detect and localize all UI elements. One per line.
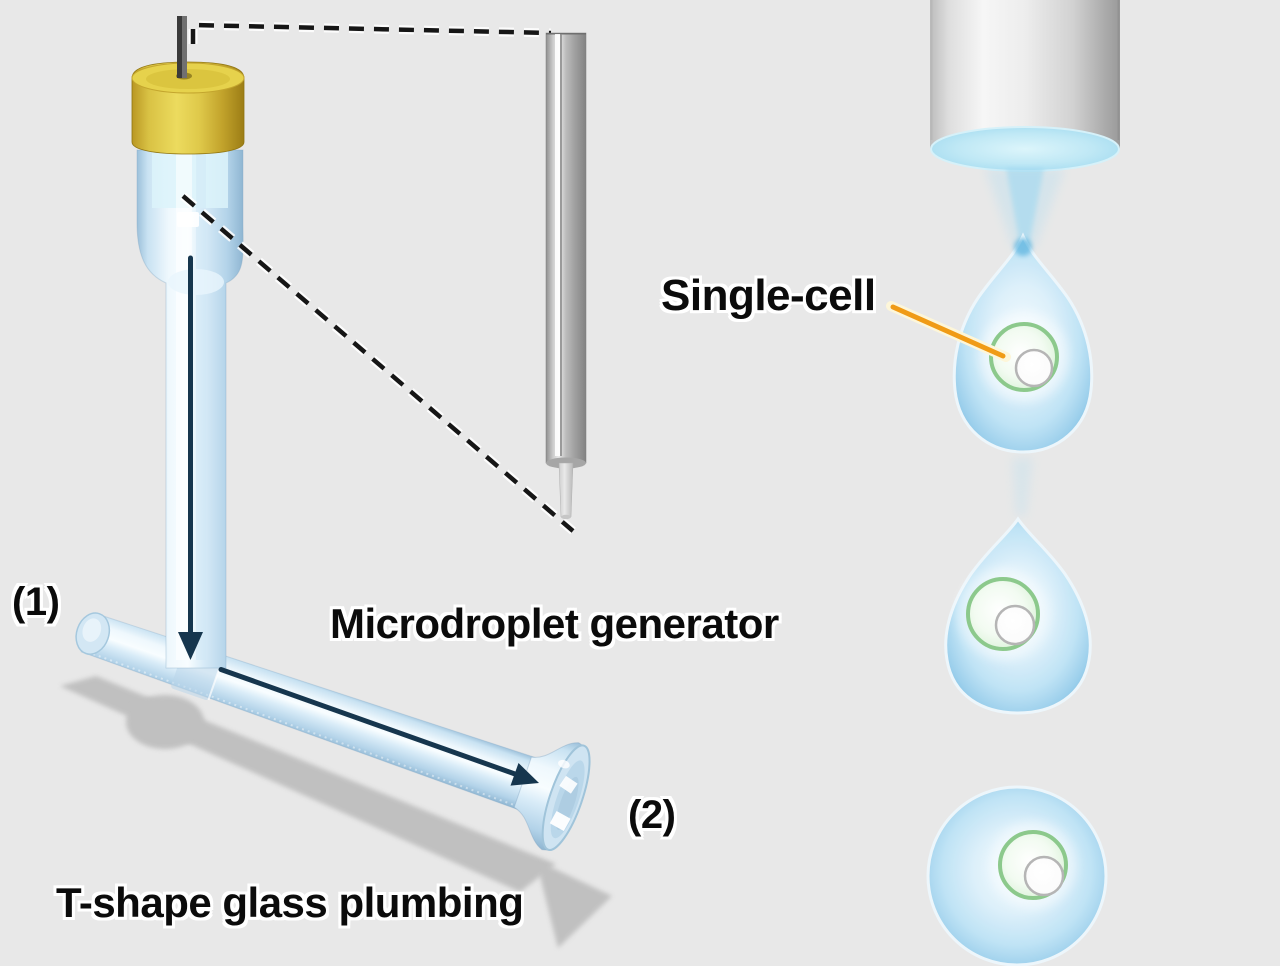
vial-reflection bbox=[177, 212, 199, 227]
single-cell-pointer bbox=[886, 301, 1011, 362]
nozzle-meniscus bbox=[930, 126, 1120, 172]
cell-nucleus bbox=[1023, 855, 1065, 897]
zoom-dashed-lines bbox=[180, 20, 576, 535]
flow-arrows bbox=[178, 255, 539, 786]
droplet-1 bbox=[952, 232, 1094, 454]
outlet-flange bbox=[513, 742, 591, 851]
ejection-nozzle bbox=[930, 0, 1120, 248]
vial-dome-highlight bbox=[168, 269, 224, 295]
microdroplet-generator-label: Microdroplet generator bbox=[330, 600, 779, 647]
needle-tip bbox=[558, 462, 574, 518]
capillary-wire bbox=[177, 16, 187, 78]
droplet-3 bbox=[926, 785, 1108, 966]
port-2-label: (2) bbox=[628, 793, 676, 837]
zoom-line-top bbox=[190, 22, 552, 44]
magnified-needle bbox=[545, 32, 587, 520]
nozzle-cylinder bbox=[930, 0, 1120, 170]
cell-nucleus bbox=[994, 604, 1036, 646]
t-shape-glass-plumbing-label: T-shape glass plumbing bbox=[56, 879, 524, 926]
port-1-label: (1) bbox=[12, 580, 60, 624]
yellow-cap bbox=[131, 61, 245, 155]
single-cell-label: Single-cell bbox=[661, 271, 876, 320]
ground-shadow bbox=[60, 676, 612, 948]
cell-nucleus bbox=[1014, 348, 1054, 388]
zoom-line-diagonal bbox=[181, 194, 575, 533]
outlet-flow-arrow bbox=[218, 667, 539, 786]
droplet-2 bbox=[944, 458, 1092, 715]
downward-flow-arrow bbox=[178, 255, 203, 660]
